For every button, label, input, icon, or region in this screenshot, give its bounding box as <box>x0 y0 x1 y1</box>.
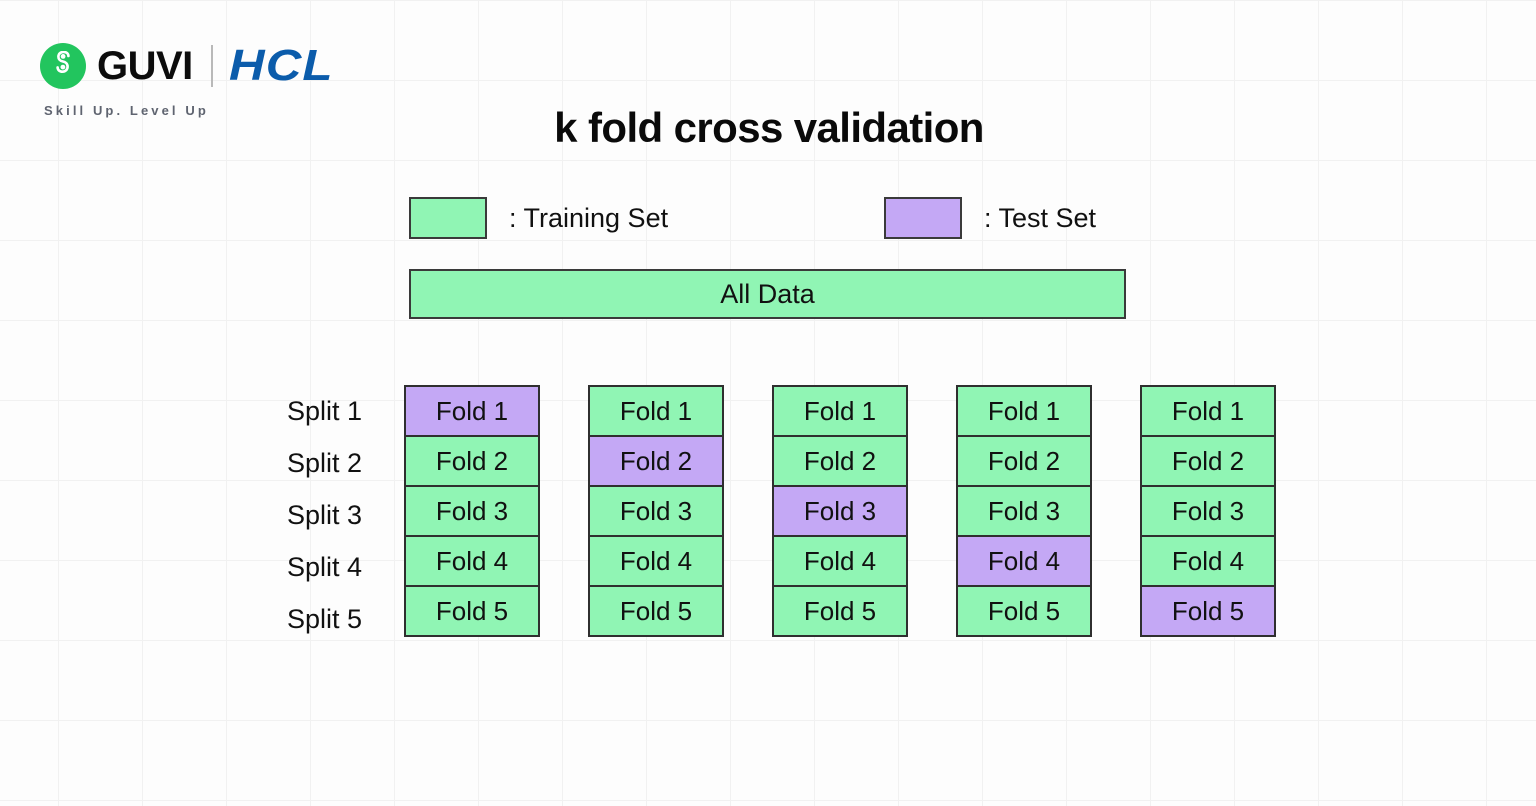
legend-label-test: : Test Set <box>984 202 1097 233</box>
page-title-text: k fold cross validation <box>554 104 984 151</box>
fold-cell-s4-f5-training: Fold 5 <box>956 585 1092 637</box>
page-title: k fold cross validation <box>0 104 1536 152</box>
fold-cell-s1-f3-training: Fold 3 <box>404 485 540 537</box>
legend-swatch-test <box>884 197 962 239</box>
guvi-circle-g-icon <box>40 43 86 89</box>
fold-cell-s3-f2-training: Fold 2 <box>772 435 908 487</box>
legend-swatch-training <box>409 197 487 239</box>
all-data-label: All Data <box>720 278 815 309</box>
fold-cell-s1-f1-test: Fold 1 <box>404 385 540 437</box>
brand-tagline: Skill Up. Level Up <box>44 103 209 118</box>
brand-lockup: GUVI HCL Skill Up. Level Up <box>40 42 332 118</box>
split-label-5: Split 5 <box>286 603 362 634</box>
fold-cell-s3-f4-training: Fold 4 <box>772 535 908 587</box>
fold-cell-s5-f3-training: Fold 3 <box>1140 485 1276 537</box>
fold-cell-s3-f3-test: Fold 3 <box>772 485 908 537</box>
fold-cell-s4-f3-training: Fold 3 <box>956 485 1092 537</box>
fold-cell-s5-f4-training: Fold 4 <box>1140 535 1276 587</box>
fold-cell-s3-f5-training: Fold 5 <box>772 585 908 637</box>
legend: : Training Set : Test Set <box>409 196 1129 240</box>
fold-cell-s4-f4-test: Fold 4 <box>956 535 1092 587</box>
split-label-3: Split 3 <box>286 499 362 530</box>
fold-cell-s2-f4-training: Fold 4 <box>588 535 724 587</box>
fold-cell-s4-f2-training: Fold 2 <box>956 435 1092 487</box>
legend-item-training: : Training Set <box>409 196 668 240</box>
guvi-wordmark: GUVI <box>97 44 193 88</box>
brand-row: GUVI HCL <box>40 42 332 90</box>
split-label-2: Split 2 <box>286 447 362 478</box>
split-label-1: Split 1 <box>286 395 362 426</box>
fold-cell-s2-f1-training: Fold 1 <box>588 385 724 437</box>
fold-cell-s4-f1-training: Fold 1 <box>956 385 1092 437</box>
fold-cell-s1-f5-training: Fold 5 <box>404 585 540 637</box>
fold-cell-s3-f1-training: Fold 1 <box>772 385 908 437</box>
legend-label-training: : Training Set <box>509 202 669 233</box>
brand-divider <box>210 45 213 87</box>
fold-cell-s5-f5-test: Fold 5 <box>1140 585 1276 637</box>
fold-cell-s2-f2-test: Fold 2 <box>588 435 724 487</box>
fold-cell-s2-f3-training: Fold 3 <box>588 485 724 537</box>
fold-cell-s1-f4-training: Fold 4 <box>404 535 540 587</box>
fold-cell-s5-f2-training: Fold 2 <box>1140 435 1276 487</box>
all-data-bar: All Data <box>409 269 1126 319</box>
split-label-column: Split 1 Split 2 Split 3 Split 4 Split 5 <box>200 385 390 645</box>
fold-cell-s2-f5-training: Fold 5 <box>588 585 724 637</box>
fold-cell-s1-f2-training: Fold 2 <box>404 435 540 487</box>
legend-item-test: : Test Set <box>884 196 1096 240</box>
hcl-wordmark: HCL <box>228 41 334 90</box>
split-label-4: Split 4 <box>286 551 362 582</box>
fold-cell-s5-f1-training: Fold 1 <box>1140 385 1276 437</box>
